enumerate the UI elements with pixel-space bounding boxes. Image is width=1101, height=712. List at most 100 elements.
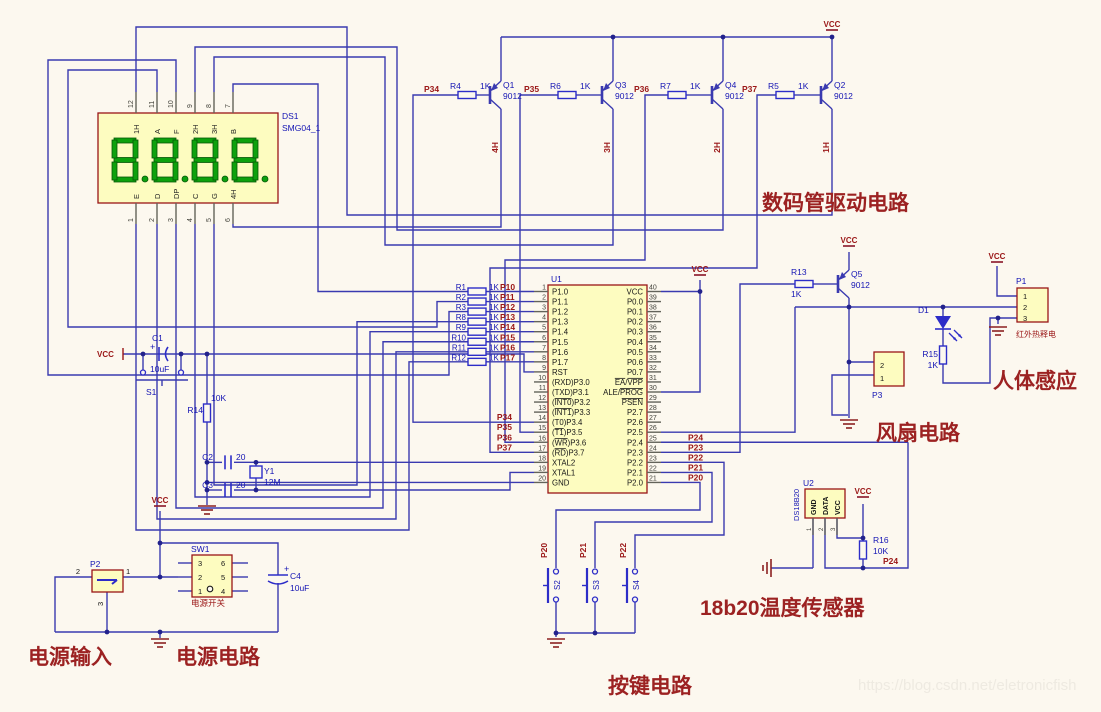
junction-dot bbox=[940, 304, 946, 310]
switch-pin-number: 3 bbox=[198, 559, 202, 568]
net-label-p10: P10 bbox=[500, 282, 515, 292]
transistor-model: 9012 bbox=[851, 280, 870, 290]
u1-pin-name: (T1)P3.5 bbox=[552, 428, 583, 437]
resistor-r12[interactable] bbox=[467, 357, 487, 367]
junction-dot bbox=[610, 34, 616, 40]
wire bbox=[194, 46, 724, 231]
digit-segment bbox=[151, 161, 158, 181]
digit-segment bbox=[191, 161, 198, 181]
resistor-r4[interactable] bbox=[457, 90, 477, 100]
u1-pin-name: P1.6 bbox=[552, 348, 568, 357]
connector-pin-number: 1 bbox=[126, 567, 130, 576]
wire bbox=[489, 94, 776, 453]
u1-pin-number: 39 bbox=[649, 295, 657, 302]
display-pin-number: 1 bbox=[128, 218, 135, 222]
p1-sensor-connector[interactable] bbox=[1016, 287, 1049, 323]
u1-pin-name: P1.3 bbox=[552, 318, 568, 327]
resistor-r15[interactable] bbox=[938, 345, 948, 365]
digit-decimal-point bbox=[141, 175, 149, 183]
u2-part: DS18B20 bbox=[792, 489, 801, 521]
net-label-p35: P35 bbox=[497, 422, 512, 432]
resistor-value: 1K bbox=[489, 303, 499, 312]
transistor-ref: Q3 bbox=[615, 80, 627, 90]
u1-pin-number: 4 bbox=[542, 315, 546, 322]
resistor-r7[interactable] bbox=[667, 90, 687, 100]
display-pin-label: 2H bbox=[191, 124, 200, 134]
u1-pin-name: P2.1 bbox=[627, 468, 643, 477]
power-switch-label: 电源开关 bbox=[191, 598, 226, 608]
u1-pin-number: 30 bbox=[649, 385, 657, 392]
resistor-r3[interactable] bbox=[467, 307, 487, 316]
display-pin-number: 4 bbox=[187, 218, 194, 222]
capacitor-ref: C2 bbox=[202, 452, 213, 462]
resistor-ref: R1 bbox=[456, 283, 467, 292]
display-pin-label: B bbox=[229, 129, 238, 134]
p1-ref: P1 bbox=[1016, 276, 1027, 286]
u1-pin-number: 34 bbox=[649, 345, 657, 352]
u1-pin-number: 8 bbox=[542, 355, 546, 362]
p3-fan-connector[interactable] bbox=[873, 351, 905, 387]
net-label-p22: P22 bbox=[688, 452, 703, 462]
digit-segment bbox=[212, 139, 219, 159]
u1-mcu-chip[interactable] bbox=[547, 284, 648, 494]
button-s4: S4 bbox=[632, 580, 641, 590]
u1-pin-number: 2 bbox=[542, 295, 546, 302]
net-label-1h: 1H bbox=[821, 142, 831, 153]
digit-segment bbox=[151, 139, 158, 159]
digit-segment bbox=[252, 161, 259, 181]
digit-segment bbox=[191, 139, 198, 159]
u1-pin-name: P1.2 bbox=[552, 308, 568, 317]
resistor-r1[interactable] bbox=[467, 287, 487, 296]
digit-segment bbox=[111, 161, 118, 181]
crystal-y1[interactable] bbox=[249, 465, 263, 479]
display-pin-label: A bbox=[153, 129, 162, 134]
u1-pin-name: (INT1)P3.3 bbox=[552, 408, 590, 417]
transistor-ref: Q2 bbox=[834, 80, 846, 90]
resistor-value: 1K bbox=[798, 81, 809, 91]
net-label-3h: 3H bbox=[602, 142, 612, 153]
u1-pin-name: (INT0)P3.2 bbox=[552, 398, 590, 407]
u1-pin-name: P0.1 bbox=[627, 308, 643, 317]
u1-pin-name: PSEN bbox=[622, 398, 643, 407]
resistor-r6[interactable] bbox=[557, 90, 577, 100]
transistor-arrow-icon bbox=[603, 83, 610, 91]
display-pin-number: 3 bbox=[168, 218, 175, 222]
resistor-r13[interactable] bbox=[794, 279, 814, 289]
u1-pin-number: 1 bbox=[542, 285, 546, 292]
net-label-p20: P20 bbox=[688, 472, 703, 482]
resistor-ref: R6 bbox=[550, 81, 561, 91]
transistor-collector bbox=[820, 98, 833, 110]
net-label-p17: P17 bbox=[500, 352, 515, 362]
resistor-r5[interactable] bbox=[775, 90, 795, 100]
junction-dot bbox=[697, 289, 703, 294]
resistor-r11[interactable] bbox=[467, 347, 487, 356]
resistor-r16[interactable] bbox=[858, 540, 868, 560]
display-pin-label: 3H bbox=[210, 124, 219, 134]
capacitor-value: 10uF bbox=[150, 364, 169, 374]
digit-decimal-point bbox=[221, 175, 229, 183]
wire bbox=[123, 353, 534, 373]
net-label-p36: P36 bbox=[497, 432, 512, 442]
resistor-r10[interactable] bbox=[467, 337, 487, 346]
button-terminal bbox=[552, 568, 560, 575]
button-s1: S1 bbox=[146, 387, 157, 397]
u2-pin-name: DATA bbox=[823, 497, 830, 515]
u1-pin-name: (RD)P3.7 bbox=[552, 448, 585, 457]
resistor-r2[interactable] bbox=[467, 297, 487, 306]
u1-pin-number: 22 bbox=[649, 465, 657, 472]
u1-pin-number: 11 bbox=[539, 385, 546, 392]
digit-segment bbox=[172, 161, 179, 181]
resistor-r9[interactable] bbox=[467, 327, 487, 336]
wire bbox=[412, 94, 534, 423]
wire bbox=[156, 224, 468, 520]
section-title-power-circuit: 电源电路 bbox=[176, 645, 261, 669]
resistor-r8[interactable] bbox=[467, 317, 487, 326]
u1-pin-name: P0.5 bbox=[627, 348, 644, 357]
transistor-collector bbox=[489, 98, 502, 110]
u1-pin-number: 31 bbox=[649, 375, 657, 382]
digit-segment bbox=[132, 139, 139, 159]
resistor-value: 1K bbox=[489, 293, 499, 302]
net-label-p20: P20 bbox=[539, 543, 549, 558]
led-ref: D1 bbox=[918, 305, 929, 315]
resistor-r14[interactable] bbox=[202, 403, 212, 423]
